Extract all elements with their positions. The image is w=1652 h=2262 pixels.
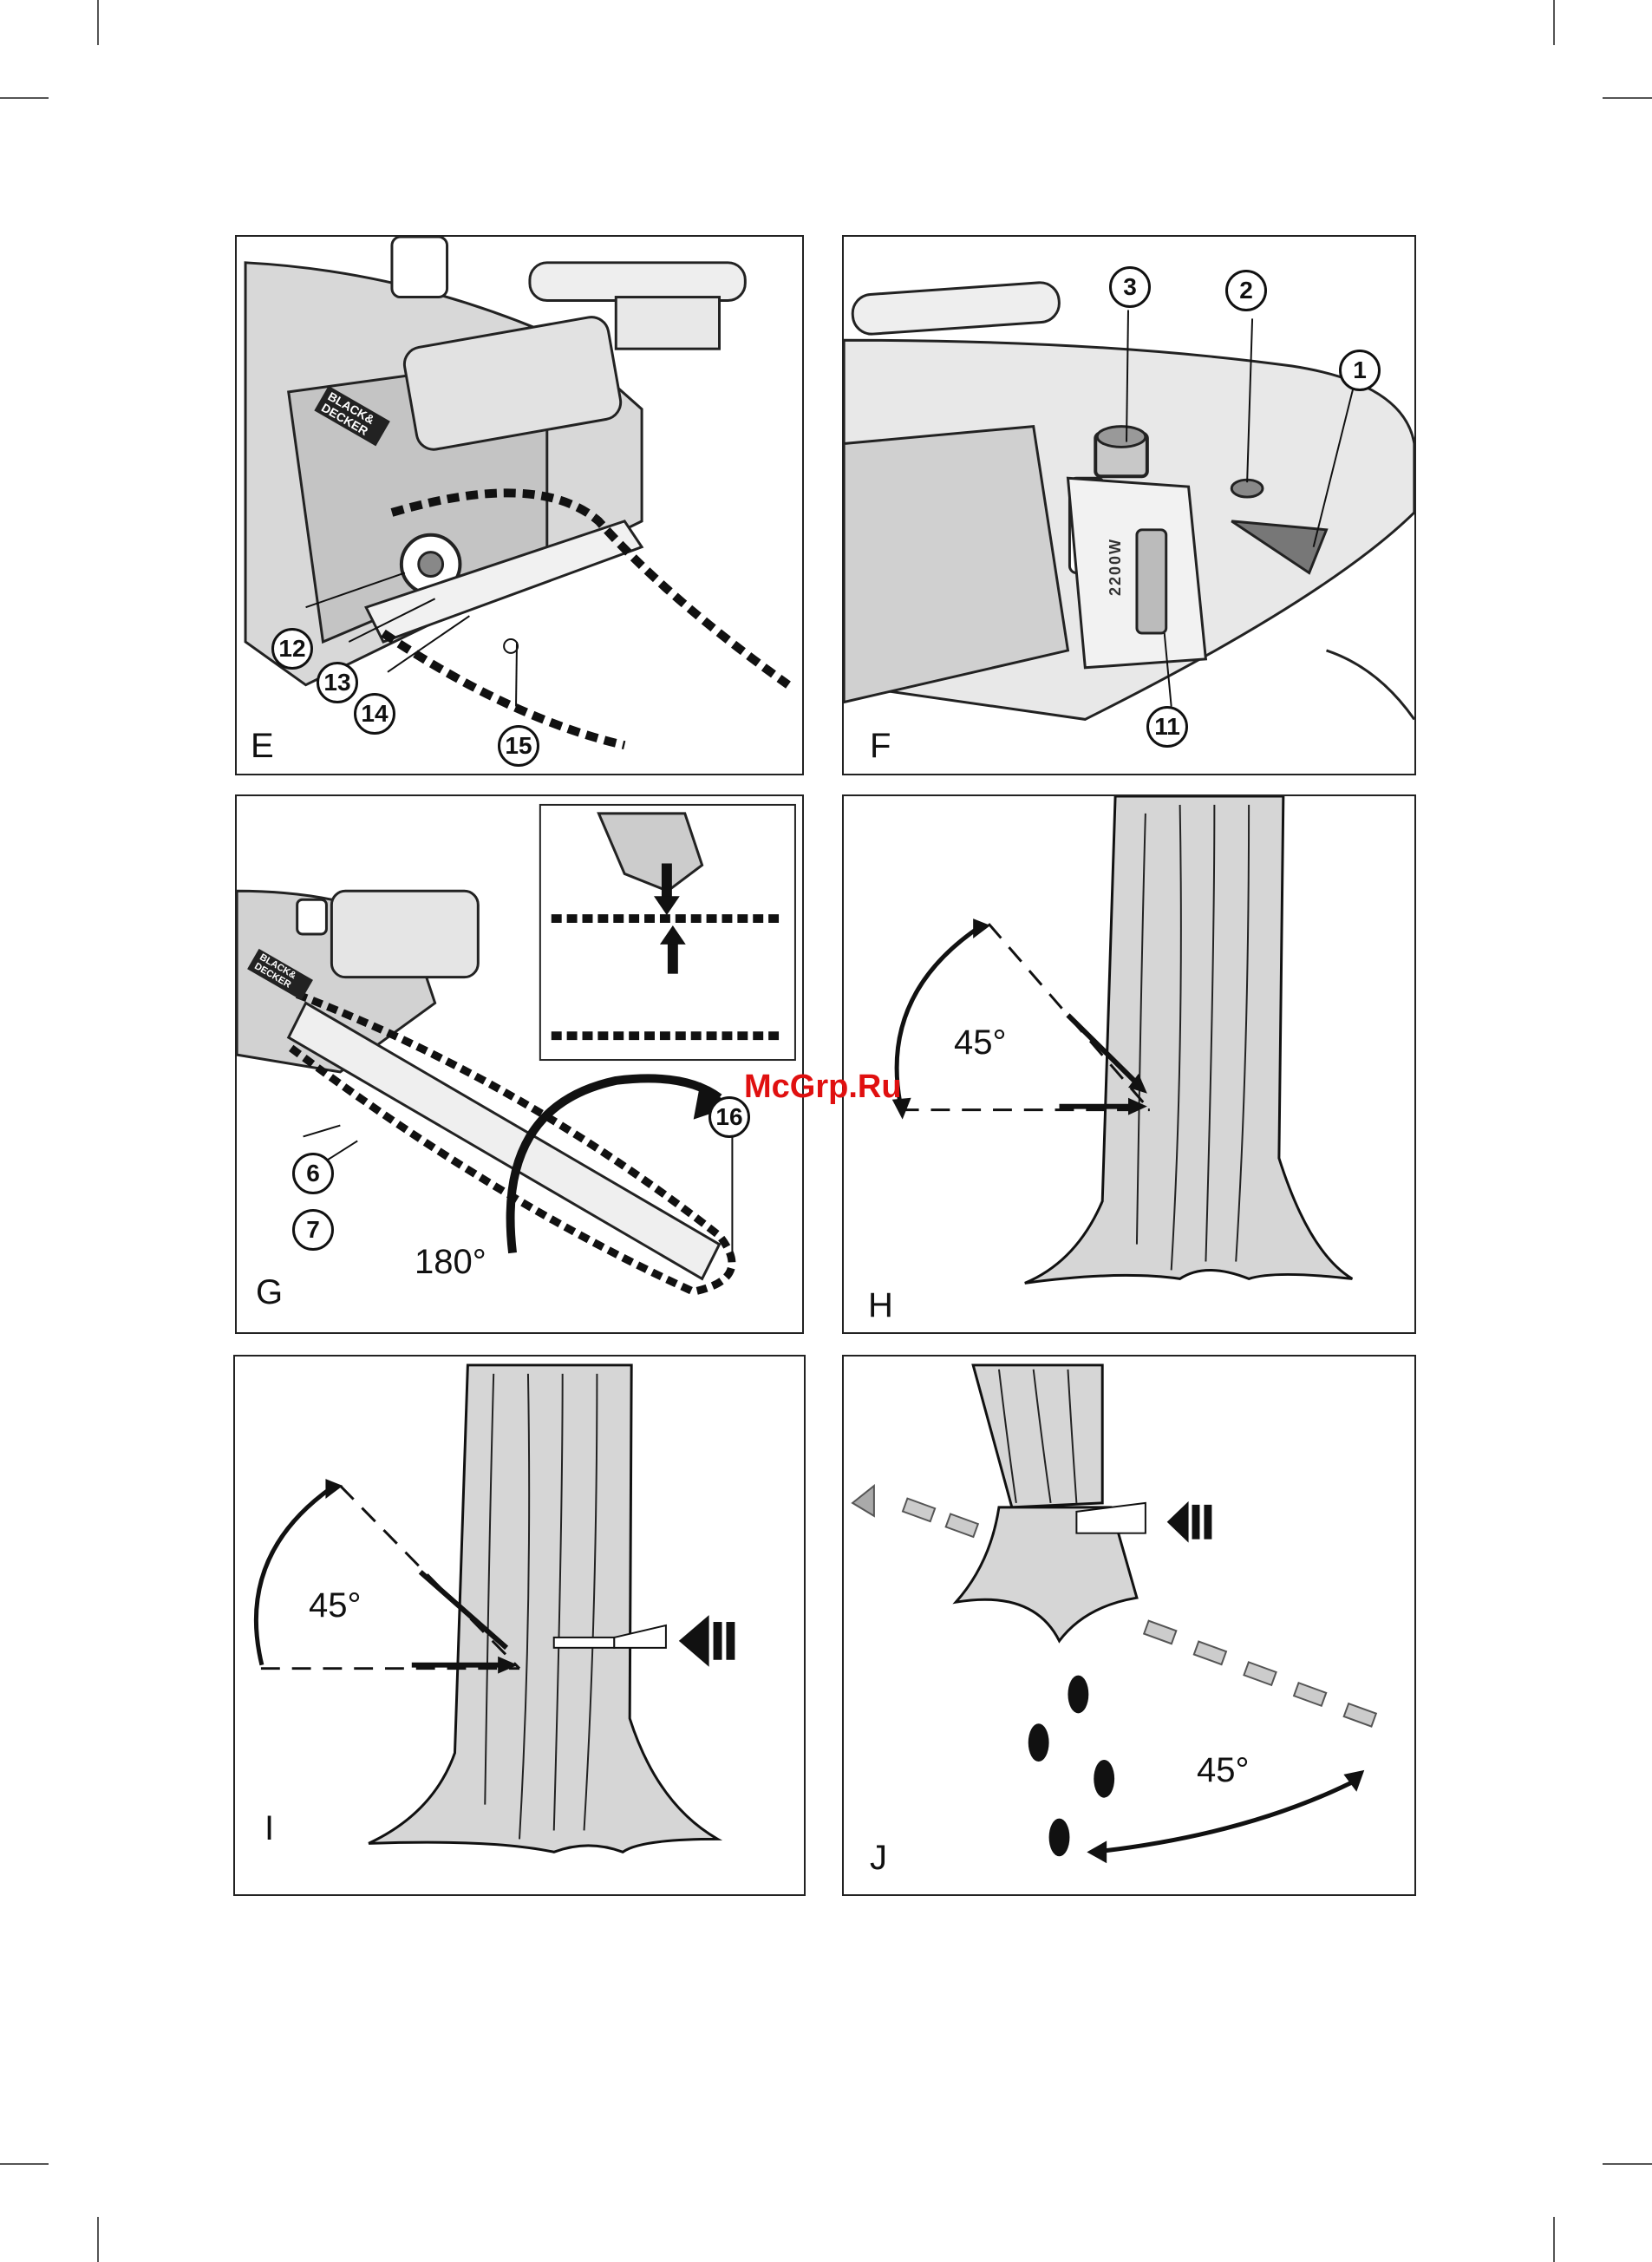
angle-label: 45° bbox=[1197, 1751, 1250, 1790]
panel-f: 2200W 3 2 1 11 F bbox=[842, 235, 1416, 775]
felling-direction-illustration bbox=[844, 1357, 1414, 1894]
angle-label: 45° bbox=[954, 1023, 1007, 1062]
panel-letter: E bbox=[251, 727, 274, 766]
power-badge: 2200W bbox=[1107, 538, 1125, 596]
crop-mark bbox=[1603, 2163, 1652, 2165]
panel-g: BLACK& DECKER 6 7 16 180° G bbox=[235, 794, 804, 1334]
crop-mark bbox=[97, 2217, 99, 2262]
callout-12: 12 bbox=[271, 628, 313, 670]
panel-letter: H bbox=[868, 1286, 893, 1325]
crop-mark bbox=[0, 2163, 49, 2165]
chainsaw-oil-tank-illustration bbox=[844, 237, 1414, 774]
panel-letter: F bbox=[870, 727, 891, 766]
watermark: McGrp.Ru bbox=[744, 1069, 902, 1106]
callout-11: 11 bbox=[1146, 706, 1188, 748]
crop-mark bbox=[1553, 2217, 1555, 2262]
angle-label: 45° bbox=[309, 1586, 362, 1625]
panel-e: BLACK& DECKER 12 13 14 15 E bbox=[235, 235, 804, 775]
crop-mark bbox=[1603, 97, 1652, 99]
panel-h: 45° H bbox=[842, 794, 1416, 1334]
panel-j: 45° J bbox=[842, 1355, 1416, 1896]
callout-6: 6 bbox=[292, 1153, 334, 1194]
panel-letter: I bbox=[264, 1809, 274, 1848]
callout-3: 3 bbox=[1109, 266, 1151, 308]
panel-letter: J bbox=[870, 1839, 887, 1878]
felling-notch-illustration bbox=[844, 796, 1414, 1332]
callout-1: 1 bbox=[1339, 350, 1381, 391]
crop-mark bbox=[0, 97, 49, 99]
felling-backcut-illustration bbox=[235, 1357, 804, 1894]
callout-2: 2 bbox=[1225, 270, 1267, 311]
panel-i: 45° I bbox=[233, 1355, 806, 1896]
angle-label: 180° bbox=[415, 1243, 486, 1282]
chain-reversal-illustration bbox=[237, 796, 802, 1332]
callout-14: 14 bbox=[354, 693, 395, 735]
panel-letter: G bbox=[256, 1273, 283, 1312]
crop-mark bbox=[1553, 0, 1555, 45]
callout-7: 7 bbox=[292, 1209, 334, 1251]
crop-mark bbox=[97, 0, 99, 45]
callout-13: 13 bbox=[317, 662, 358, 703]
callout-15: 15 bbox=[498, 725, 539, 767]
